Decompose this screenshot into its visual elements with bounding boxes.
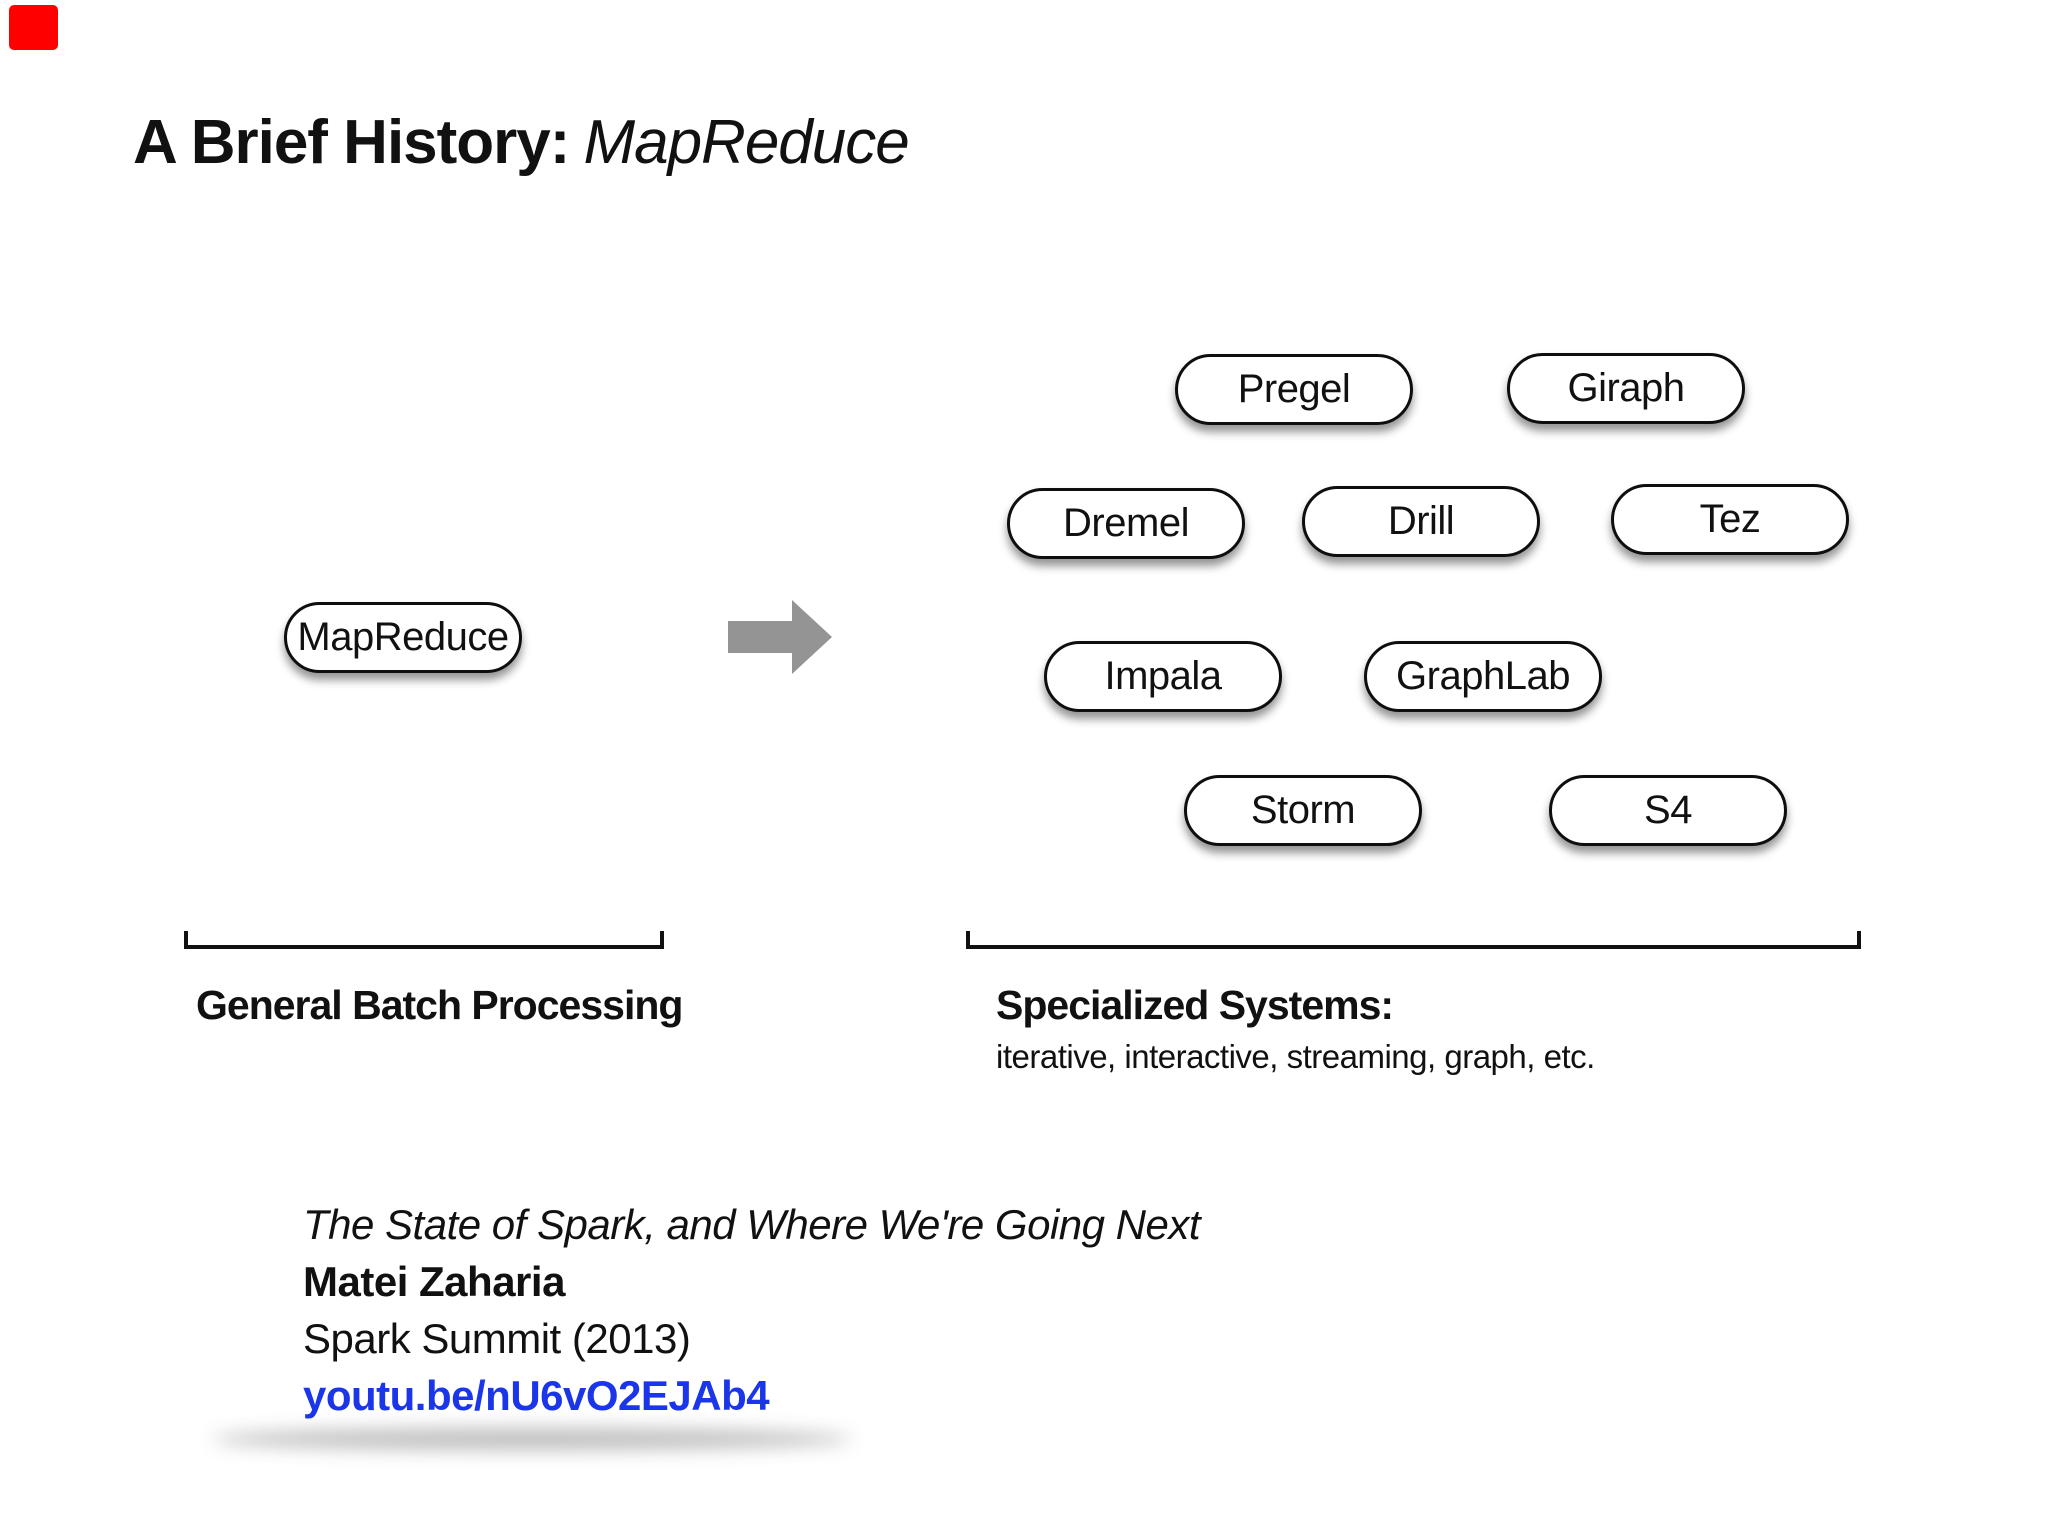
citation-talk-title: The State of Spark, and Where We're Goin… [303,1201,1201,1248]
bubble-label: GraphLab [1396,653,1570,698]
slide-title: A Brief History:MapReduce [133,106,910,180]
bubble-label: Drill [1387,498,1455,543]
bubble-mapreduce: MapReduce [284,601,522,673]
bubble-dremel: Dremel [1007,487,1245,559]
bubble-pregel: Pregel [1175,353,1413,425]
bubble-label: Giraph [1567,365,1685,410]
bubble-impala: Impala [1044,640,1282,712]
bubble-s4: S4 [1549,774,1787,846]
citation-block: The State of Spark, and Where We're Goin… [303,1196,1201,1424]
citation-event: Spark Summit (2013) [303,1315,691,1362]
bubble-label: Impala [1104,653,1222,698]
record-indicator-icon [9,5,58,50]
specialized-systems-label: Specialized Systems: [996,982,1394,1028]
citation-youtube-link: youtu.be/nU6vO2EJAb4 [303,1372,770,1419]
slide-title-bold: A Brief History: [133,108,570,177]
bubble-label: MapReduce [297,614,509,659]
citation-drop-shadow [212,1428,852,1450]
citation-speaker: Matei Zaharia [303,1258,565,1305]
right-arrow-icon [728,600,832,674]
bubble-drill: Drill [1302,485,1540,557]
right-arrow-shape [728,600,832,674]
bubble-label: Pregel [1237,366,1351,411]
bubble-label: S4 [1644,787,1692,832]
bubble-label: Dremel [1063,500,1189,545]
bracket-specialized [966,931,1861,949]
bubble-label: Storm [1250,787,1356,832]
bubble-storm: Storm [1184,774,1422,846]
bubble-tez: Tez [1611,483,1849,555]
specialized-systems-sublabel: iterative, interactive, streaming, graph… [996,1038,1595,1075]
slide-title-italic: MapReduce [583,108,909,177]
bubble-giraph: Giraph [1507,352,1745,424]
bracket-general-batch [184,931,664,949]
bubble-label: Tez [1699,496,1761,541]
general-batch-label: General Batch Processing [196,982,683,1028]
bubble-graphlab: GraphLab [1364,640,1602,712]
